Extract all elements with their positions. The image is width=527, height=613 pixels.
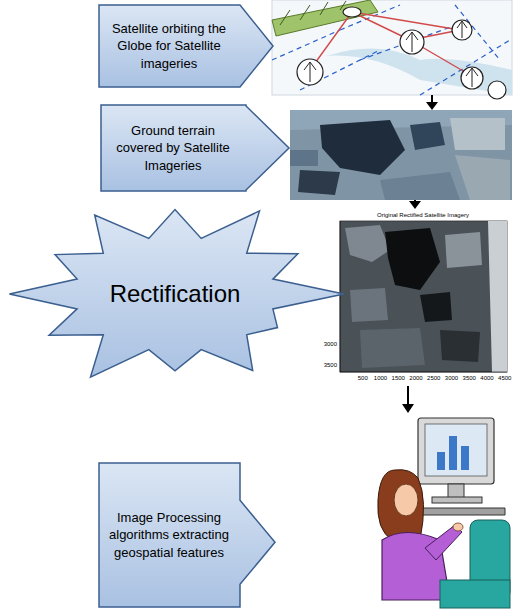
axis-tick: 1000 [373, 375, 388, 382]
satellite-illustration-part [304, 21, 478, 87]
axis-tick: 500 [357, 375, 369, 382]
arrow-callout: Ground terrain covered by Satellite Imag… [100, 104, 290, 192]
computer-user-clipart-part [449, 436, 457, 470]
arrow-callout: Satellite orbiting the Globe for Satelli… [98, 4, 274, 88]
satellite-illustration-part [457, 21, 467, 38]
computer-user-clipart [378, 418, 510, 608]
aerial-photo-part [450, 118, 505, 150]
arrow-shape [99, 5, 273, 87]
aerial-photo-part [290, 150, 318, 166]
text-area: Rectification [4, 196, 346, 392]
rectified-image-part [345, 225, 390, 262]
satellite-illustration-part [272, 0, 512, 95]
axis-tick: 4000 [479, 375, 494, 382]
rectified-image-part [488, 221, 507, 372]
satellite-illustration-part [461, 67, 483, 89]
satellite-illustration [272, 0, 512, 99]
satellite-illustration-part [343, 7, 361, 17]
satellite-illustration-part [406, 32, 418, 52]
aerial-photo-part [410, 122, 445, 150]
arrow-shape [101, 105, 289, 191]
computer-user-clipart-part [440, 580, 510, 608]
text-column: Rectification [110, 280, 241, 309]
down-arrow [409, 200, 421, 209]
satellite-illustration-part [452, 20, 472, 40]
satellite-illustration-part [297, 59, 323, 85]
computer-user-clipart-part [453, 523, 463, 531]
satellite-illustration-part [304, 62, 316, 82]
computer-user-clipart-part [448, 484, 464, 498]
axis-tick: 3000 [444, 375, 459, 382]
computer-user-clipart-part [378, 470, 424, 540]
down-arrow-part [407, 386, 409, 406]
rectified-image-part [340, 221, 507, 372]
axis-tick: 3500 [323, 362, 338, 369]
aerial-photo-part [320, 120, 405, 175]
rectified-image-part [420, 292, 452, 322]
axis-tick: 3000 [323, 341, 338, 348]
rectified-image-part [360, 328, 425, 368]
callout-text: Satellite orbiting the Globe for Satelli… [105, 20, 233, 73]
down-arrow [426, 95, 438, 110]
computer-user-clipart-part [418, 418, 494, 484]
callout-text: Image Processing algorithms extracting g… [105, 509, 233, 562]
rectified-image-part [350, 288, 388, 322]
axis-tick: 2500 [426, 375, 441, 382]
rectified-image-part [385, 228, 440, 290]
arrow-callout: Image Processing algorithms extracting g… [98, 462, 276, 608]
aerial-photo-part [298, 170, 340, 195]
down-arrow-part [426, 102, 438, 110]
down-arrow-part [402, 404, 414, 413]
satellite-illustration-part [272, 0, 378, 36]
callout-text: Ground terrain covered by Satellite Imag… [107, 122, 239, 175]
computer-user-clipart-part [461, 446, 469, 470]
satellite-illustration-part [272, 5, 510, 95]
computer-user-clipart-part [432, 497, 482, 503]
rectified-image-part [340, 372, 507, 373]
text-column: Image Processing algorithms extracting g… [105, 509, 233, 562]
text-area: Ground terrain covered by Satellite Imag… [100, 104, 246, 192]
axis-tick: 1500 [391, 375, 406, 382]
satellite-illustration-part [400, 30, 424, 54]
starburst-callout: Rectification [4, 196, 346, 392]
satellite-illustration-part [310, 12, 470, 75]
aerial-photo [290, 110, 512, 200]
aerial-photo-part [380, 172, 460, 200]
text-area: Image Processing algorithms extracting g… [98, 462, 240, 608]
satellite-illustration-part [300, 49, 512, 95]
computer-user-clipart-part [437, 452, 445, 470]
rectified-image-part [445, 232, 482, 268]
aerial-photo-part [455, 155, 510, 200]
text-column: Satellite orbiting the Globe for Satelli… [105, 20, 233, 73]
callout-title: Rectification [110, 280, 241, 309]
down-arrow-part [409, 201, 421, 209]
satellite-illustration-part [297, 7, 506, 99]
text-area: Satellite orbiting the Globe for Satelli… [98, 4, 240, 88]
computer-user-clipart-part [425, 424, 487, 476]
computer-user-clipart-part [394, 484, 418, 516]
axis-tick: 4500 [497, 375, 512, 382]
rectified-image-part [340, 221, 341, 372]
arrow-shape [99, 463, 275, 607]
aerial-photo-part [290, 110, 512, 200]
text-column: Ground terrain covered by Satellite Imag… [107, 122, 239, 175]
rectified-image-part [440, 330, 480, 362]
satellite-illustration-part [280, 1, 346, 25]
rectified-image [340, 221, 507, 372]
axis-tick: 3500 [462, 375, 477, 382]
down-arrow [402, 386, 414, 413]
starburst-shape [9, 210, 344, 378]
image-title: Original Rectified Satellite Imagery [376, 212, 470, 219]
axis-tick: 2000 [408, 375, 423, 382]
satellite-illustration-part [466, 68, 478, 87]
satellite-illustration-part [488, 81, 506, 99]
